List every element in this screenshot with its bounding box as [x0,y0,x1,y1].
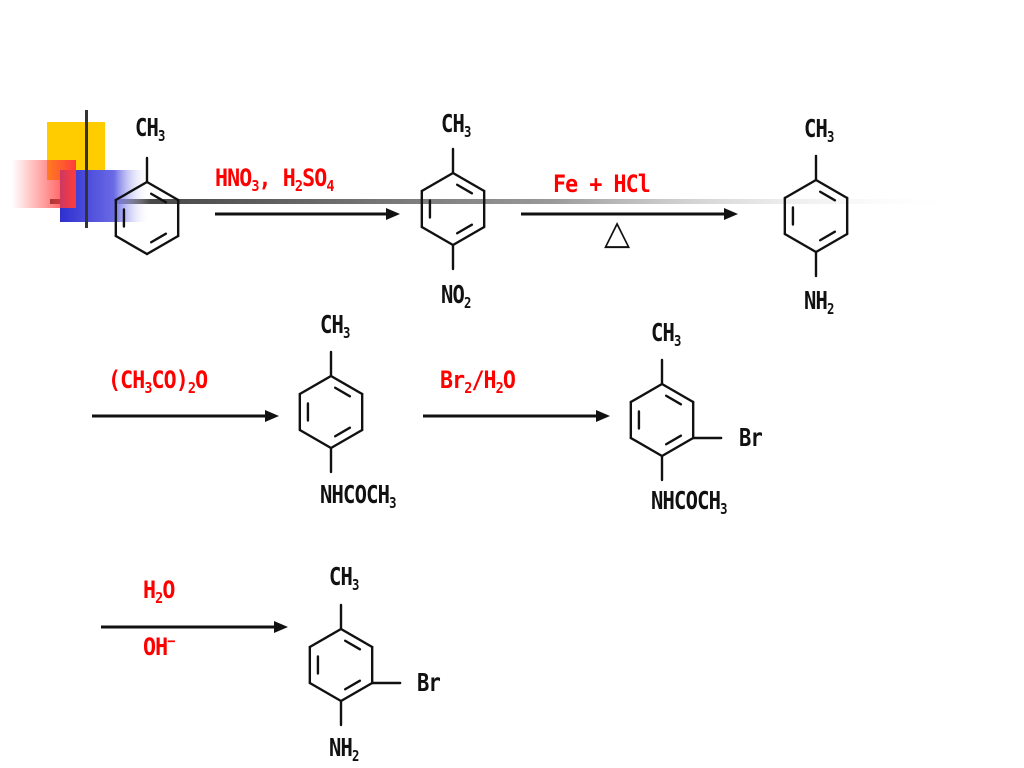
ring-bond [308,681,343,703]
arrow-step2 [521,208,738,220]
bromo-toluidine-amine-label: NH2 [329,733,359,765]
heat-symbol: △ [604,213,630,253]
molecule-bromo-toluidine [308,603,402,727]
ring-bond [298,374,333,396]
toluidine-amine-label: NH2 [804,286,834,318]
toluidine-methyl-label: CH3 [804,114,834,146]
toluene-methyl-label: CH3 [135,113,165,145]
ring-double-bond [149,232,168,244]
arrow-step4 [423,410,610,422]
ring-bond [114,180,149,202]
ring-bond [339,627,374,649]
acetotoluidide-amide-label: NHCOCH3 [320,480,397,512]
ring-bond [629,382,664,404]
bromo-toluidine-bromo-label: Br [417,668,441,697]
bromo-acetotoluidide-methyl-label: CH3 [651,318,681,350]
ring-double-bond [343,639,362,651]
ring-bond [660,436,695,458]
ring-bond [420,225,455,247]
ring-bond [298,428,333,450]
deco-vertical-line [85,110,88,228]
deco-red-square [12,160,76,208]
ring-bond [329,428,364,450]
ring-double-bond [333,386,352,398]
bromo-acetotoluidide-amide-label: NHCOCH3 [651,486,728,518]
ring-bond [114,234,149,256]
ring-bond [783,178,818,200]
reagent-acetylation: (CH3CO)2O [108,366,208,397]
ring-bond [814,232,849,254]
ring-bond [329,374,364,396]
ring-bond [145,234,180,256]
ring-bond [451,171,486,193]
ring-bond [783,232,818,254]
molecule-toluidine [783,154,849,278]
bromo-toluidine-methyl-label: CH3 [329,562,359,594]
arrow-step3 [92,410,279,422]
ring-bond [660,382,695,404]
bromo-acetotoluidide-bromo-label: Br [739,423,763,452]
nitrotoluene-nitro-label: NO2 [441,280,471,312]
slide-decoration [12,110,962,228]
ring-double-bond [343,679,362,691]
ring-bond [420,171,455,193]
reagent-nitration: HNO3, H2SO4 [215,164,334,195]
ring-double-bond [455,183,474,195]
ring-double-bond [818,230,837,242]
ring-double-bond [149,192,168,204]
ring-bond [308,627,343,649]
acetotoluidide-methyl-label: CH3 [320,310,350,342]
molecule-nitrotoluene [420,147,486,271]
reagent-reduction: Fe + HCl [553,170,651,198]
molecule-bromo-acetotoluidide [629,358,723,482]
ring-bond [814,178,849,200]
reagent-hydrolysis-base: OH− [143,632,175,661]
ring-bond [145,180,180,202]
ring-double-bond [333,426,352,438]
ring-double-bond [818,190,837,202]
arrow-step1 [215,208,400,220]
reagent-hydrolysis-water: H2O [143,576,175,607]
ring-double-bond [664,394,683,406]
ring-bond [339,681,374,703]
arrow-step5 [101,621,288,633]
nitrotoluene-methyl-label: CH3 [441,109,471,141]
ring-double-bond [664,434,683,446]
molecule-toluene [114,156,180,256]
deco-horizontal-line [50,199,962,204]
reagent-bromination: Br2/H2O [440,366,516,397]
ring-bond [629,436,664,458]
ring-double-bond [455,223,474,235]
ring-bond [451,225,486,247]
molecule-acetotoluidide [298,350,364,474]
